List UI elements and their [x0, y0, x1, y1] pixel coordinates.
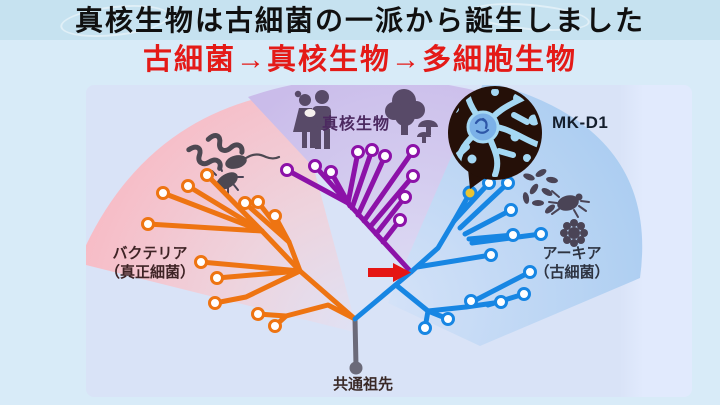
magnifier-balloon-icon [448, 86, 542, 189]
bacteria-tips [141, 168, 282, 333]
bacteria-label: バクテリア （真正細菌） [94, 244, 206, 282]
family-icon [293, 90, 331, 149]
spiral-bacteria-icon [186, 133, 245, 171]
mkd1-cell-icon [451, 89, 539, 177]
archaea-label-line2: （古細菌） [534, 264, 610, 281]
tick-icon [548, 190, 590, 218]
mkd1-label: MK-D1 [552, 113, 609, 132]
header-strip [0, 0, 720, 42]
eukaryote-tips [280, 143, 420, 227]
archaea-label-line1: アーキア [542, 245, 602, 262]
tree-icon [385, 89, 425, 135]
phylogeny-panel: 真核生物 MK-D1 バクテリア （真正細菌） アーキア （古細菌） 共通祖先 [86, 85, 692, 397]
spiky-bacterium-icon [211, 165, 244, 194]
archaea-label: アーキア （古細菌） [520, 244, 624, 282]
bacteria-label-line2: （真正細菌） [104, 264, 195, 281]
common-ancestor-label: 共通祖先 [332, 376, 393, 393]
archaea-tree [352, 176, 548, 335]
archaea-tips [418, 176, 548, 335]
mushrooms-icon [417, 120, 438, 143]
page-title: 真核生物は古細菌の一派から誕生しました [74, 5, 645, 36]
eukaryote-tree [280, 143, 420, 275]
red-arrow-icon [368, 263, 411, 282]
bacteria-label-line1: バクテリア [112, 245, 188, 262]
vibrio-bacterium-icon [225, 153, 281, 169]
bacteria-tree [141, 168, 358, 333]
page-subtitle: 古細菌→真核生物→多細胞生物 [142, 44, 577, 76]
eukaryotes-label: 真核生物 [322, 116, 391, 133]
common-ancestor-node [349, 316, 363, 375]
rod-bacteria-icon [522, 169, 558, 214]
virus-icon [560, 219, 588, 247]
phylogenetic-tree-svg [86, 85, 643, 375]
